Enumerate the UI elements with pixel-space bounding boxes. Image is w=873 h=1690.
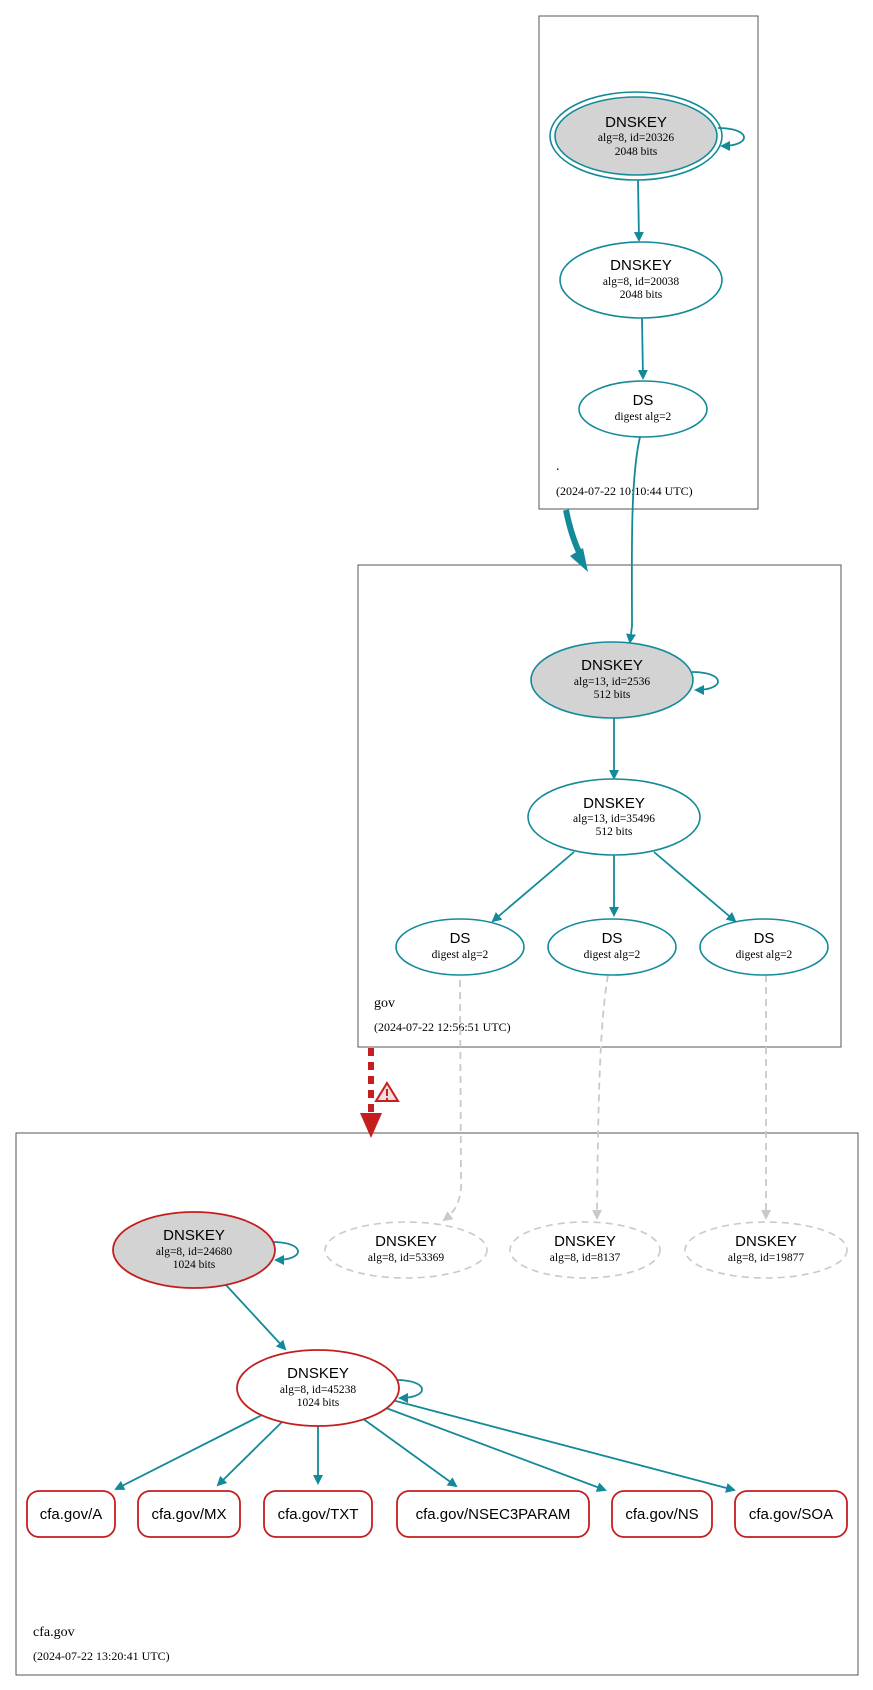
- node-gov-ds-3-title: DS: [754, 930, 775, 947]
- node-cfa-zsk-alg: alg=8, id=45238: [280, 1384, 356, 1396]
- node-cfa-zsk-size: 1024 bits: [297, 1397, 340, 1409]
- node-gov-ds-2-title: DS: [602, 930, 623, 947]
- node-root-ds-title: DS: [633, 392, 654, 409]
- zone-cfa-timestamp: (2024-07-22 13:20:41 UTC): [33, 1649, 170, 1663]
- zone-root-label: .: [556, 459, 560, 474]
- rrset-nsec3param[interactable]: cfa.gov/NSEC3PARAM: [396, 1490, 590, 1538]
- rrset-a[interactable]: cfa.gov/A: [26, 1490, 116, 1538]
- node-root-zsk-alg: alg=8, id=20038: [603, 276, 679, 288]
- node-root-zsk-size: 2048 bits: [620, 289, 663, 301]
- node-cfa-ksk-size: 1024 bits: [173, 1259, 216, 1271]
- edges-unmatched: [442, 974, 771, 1222]
- node-gov-ds-1-title: DS: [450, 930, 471, 947]
- node-gov-ksk[interactable]: DNSKEY alg=13, id=2536 512 bits: [530, 641, 694, 719]
- node-gov-zsk-alg: alg=13, id=35496: [573, 813, 655, 825]
- zone-root-timestamp: (2024-07-22 10:10:44 UTC): [556, 484, 693, 498]
- node-cfa-missing-3-title: DNSKEY: [735, 1233, 797, 1250]
- node-root-ksk-size: 2048 bits: [615, 146, 658, 158]
- node-cfa-missing-1-title: DNSKEY: [375, 1233, 437, 1250]
- rrset-a-label: cfa.gov/A: [40, 1506, 103, 1523]
- node-cfa-zsk-title: DNSKEY: [287, 1365, 349, 1382]
- rrset-mx-label: cfa.gov/MX: [151, 1506, 226, 1523]
- zone-gov-label: gov: [374, 996, 395, 1011]
- edges-secure: [114, 127, 745, 1493]
- zone-cfa-gov: cfa.gov (2024-07-22 13:20:41 UTC): [15, 1132, 859, 1676]
- zone-cfa-label: cfa.gov: [33, 1625, 75, 1640]
- node-gov-ds-2-digest: digest alg=2: [584, 949, 641, 961]
- node-gov-zsk-title: DNSKEY: [583, 795, 645, 812]
- node-gov-ksk-size: 512 bits: [594, 689, 631, 701]
- node-root-zsk-title: DNSKEY: [610, 257, 672, 274]
- node-gov-ds-3-digest: digest alg=2: [736, 949, 793, 961]
- node-cfa-missing-3-alg: alg=8, id=19877: [728, 1252, 804, 1264]
- rrset-txt-label: cfa.gov/TXT: [278, 1506, 359, 1523]
- node-cfa-missing-2-alg: alg=8, id=8137: [550, 1252, 621, 1264]
- rrset-ns-label: cfa.gov/NS: [625, 1506, 698, 1523]
- node-root-ds[interactable]: DS digest alg=2: [578, 380, 708, 438]
- warning-icon: [374, 1081, 400, 1102]
- node-gov-zsk-size: 512 bits: [596, 826, 633, 838]
- node-cfa-ksk-alg: alg=8, id=24680: [156, 1246, 232, 1258]
- rrset-ns[interactable]: cfa.gov/NS: [611, 1490, 713, 1538]
- node-root-ksk-title: DNSKEY: [605, 114, 667, 131]
- node-gov-ksk-alg: alg=13, id=2536: [574, 676, 650, 688]
- rrset-soa[interactable]: cfa.gov/SOA: [734, 1490, 848, 1538]
- node-cfa-missing-3[interactable]: DNSKEY alg=8, id=19877: [684, 1221, 848, 1279]
- node-root-ksk[interactable]: DNSKEY alg=8, id=20326 2048 bits: [549, 91, 723, 181]
- rrset-soa-label: cfa.gov/SOA: [749, 1506, 833, 1523]
- node-cfa-missing-1-alg: alg=8, id=53369: [368, 1252, 444, 1264]
- node-cfa-missing-1[interactable]: DNSKEY alg=8, id=53369: [324, 1221, 488, 1279]
- node-cfa-zsk[interactable]: DNSKEY alg=8, id=45238 1024 bits: [236, 1349, 400, 1427]
- node-cfa-missing-2-title: DNSKEY: [554, 1233, 616, 1250]
- node-gov-ds-1-digest: digest alg=2: [432, 949, 489, 961]
- node-gov-ds-2[interactable]: DS digest alg=2: [547, 918, 677, 976]
- node-root-ksk-alg: alg=8, id=20326: [598, 132, 674, 144]
- zone-gov-timestamp: (2024-07-22 12:56:51 UTC): [374, 1020, 511, 1034]
- delegation-root-to-gov: [563, 509, 588, 572]
- node-cfa-ksk[interactable]: DNSKEY alg=8, id=24680 1024 bits: [112, 1211, 276, 1289]
- rrset-nsec3param-label: cfa.gov/NSEC3PARAM: [416, 1506, 571, 1523]
- node-gov-zsk[interactable]: DNSKEY alg=13, id=35496 512 bits: [527, 778, 701, 856]
- node-root-zsk[interactable]: DNSKEY alg=8, id=20038 2048 bits: [559, 241, 723, 319]
- node-cfa-missing-2[interactable]: DNSKEY alg=8, id=8137: [509, 1221, 661, 1279]
- node-gov-ksk-title: DNSKEY: [581, 657, 643, 674]
- node-cfa-ksk-title: DNSKEY: [163, 1227, 225, 1244]
- rrset-txt[interactable]: cfa.gov/TXT: [263, 1490, 373, 1538]
- delegation-gov-to-cfa: [360, 1048, 382, 1138]
- node-gov-ds-1[interactable]: DS digest alg=2: [395, 918, 525, 976]
- node-gov-ds-3[interactable]: DS digest alg=2: [699, 918, 829, 976]
- node-root-ds-digest: digest alg=2: [615, 411, 672, 423]
- rrset-mx[interactable]: cfa.gov/MX: [137, 1490, 241, 1538]
